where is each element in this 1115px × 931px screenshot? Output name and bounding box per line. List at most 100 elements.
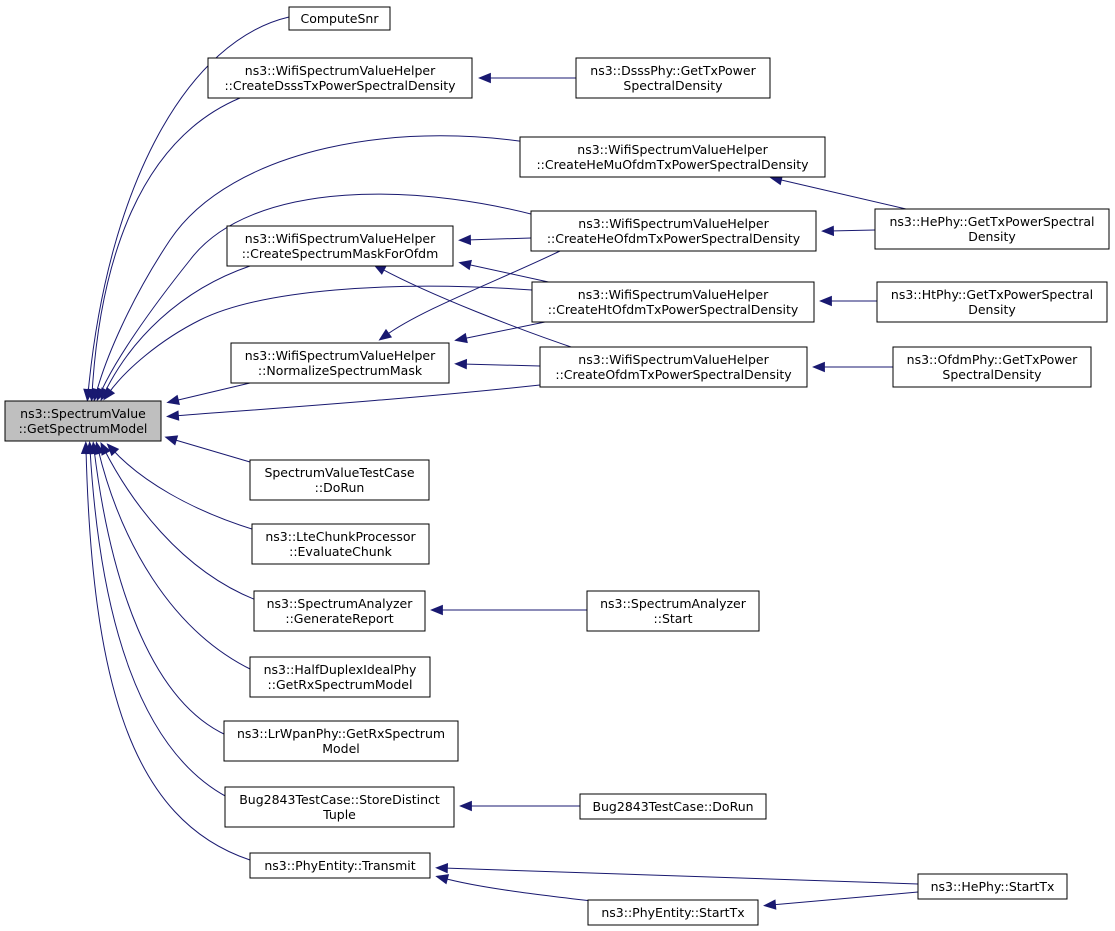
node-compute-snr[interactable]: ComputeSnr bbox=[288, 6, 391, 31]
node-box bbox=[223, 720, 459, 762]
node-normalize-mask[interactable]: ns3::WifiSpectrumValueHelper::NormalizeS… bbox=[230, 342, 450, 384]
node-label-line: ::CreateHeOfdmTxPowerSpectralDensity bbox=[547, 231, 801, 246]
node-create-dsss[interactable]: ns3::WifiSpectrumValueHelper::CreateDsss… bbox=[207, 57, 473, 99]
node-box bbox=[519, 136, 826, 178]
edge-he-get-tx-to-create-he-mu bbox=[769, 174, 907, 210]
node-label-line: ::CreateSpectrumMaskForOfdm bbox=[242, 246, 439, 261]
edge-create-ofdm-to-root bbox=[166, 384, 541, 421]
node-label-line: ::CreateDsssTxPowerSpectralDensity bbox=[224, 78, 456, 93]
edge-lte-chunk-to-root bbox=[106, 443, 256, 531]
edge-arrowhead bbox=[458, 259, 472, 271]
edge-line bbox=[171, 438, 251, 463]
edge-line bbox=[85, 448, 251, 861]
node-analyzer-report[interactable]: ns3::SpectrumAnalyzer::GenerateReport bbox=[253, 590, 426, 632]
edge-line bbox=[770, 891, 919, 906]
node-label-line: Model bbox=[322, 741, 360, 756]
edge-dsss-get-tx-to-create-dsss bbox=[478, 72, 576, 84]
edge-arrowhead bbox=[80, 441, 92, 455]
node-label-line: ns3::HePhy::StartTx bbox=[931, 879, 1055, 894]
edge-create-ht-ofdm-to-root bbox=[103, 285, 533, 401]
node-box bbox=[530, 210, 817, 252]
node-box bbox=[226, 225, 454, 267]
node-box bbox=[207, 57, 473, 99]
node-label-line: ::EvaluateChunk bbox=[289, 544, 393, 559]
node-label-line: SpectralDensity bbox=[942, 367, 1042, 382]
node-sv-test-run[interactable]: SpectrumValueTestCase::DoRun bbox=[249, 459, 430, 501]
node-phy-transmit[interactable]: ns3::PhyEntity::Transmit bbox=[249, 852, 431, 879]
edge-analyzer-start-to-analyzer-report bbox=[430, 604, 587, 616]
edge-he-start-tx-to-phy-transmit bbox=[435, 862, 919, 885]
edge-line bbox=[103, 448, 257, 601]
edge-arrowhead bbox=[821, 225, 835, 237]
edge-line bbox=[99, 193, 561, 395]
node-label-line: Tuple bbox=[322, 807, 356, 822]
node-label-line: ns3::WifiSpectrumValueHelper bbox=[578, 287, 769, 302]
edge-arrowhead bbox=[378, 328, 393, 341]
edge-phy-start-tx-to-phy-transmit bbox=[435, 874, 601, 903]
node-analyzer-start[interactable]: ns3::SpectrumAnalyzer::Start bbox=[586, 590, 760, 632]
node-label-line: ns3::LrWpanPhy::GetRxSpectrum bbox=[237, 726, 445, 741]
node-label-line: Density bbox=[968, 302, 1016, 317]
node-box bbox=[224, 786, 455, 828]
edge-create-he-ofdm-to-normalize-mask bbox=[378, 250, 561, 341]
edge-line bbox=[461, 321, 546, 340]
edge-line bbox=[93, 448, 227, 736]
edge-line bbox=[95, 135, 561, 395]
node-half-duplex[interactable]: ns3::HalfDuplexIdealPhy::GetRxSpectrumMo… bbox=[249, 656, 431, 698]
node-create-he-ofdm[interactable]: ns3::WifiSpectrumValueHelper::CreateHeOf… bbox=[530, 210, 817, 252]
edge-line bbox=[97, 448, 253, 671]
edge-bug-run-to-bug-store bbox=[459, 800, 580, 812]
edge-line bbox=[828, 229, 876, 232]
node-lte-chunk[interactable]: ns3::LteChunkProcessor::EvaluateChunk bbox=[251, 523, 430, 565]
node-bug-run[interactable]: Bug2843TestCase::DoRun bbox=[579, 793, 767, 820]
edge-arrowhead bbox=[430, 604, 443, 616]
edge-line bbox=[87, 16, 290, 395]
edge-sv-test-run-to-root bbox=[164, 435, 251, 463]
node-box bbox=[288, 6, 391, 31]
node-create-ht-ofdm[interactable]: ns3::WifiSpectrumValueHelper::CreateHtOf… bbox=[531, 281, 815, 323]
edge-arrowhead bbox=[166, 394, 180, 406]
node-box bbox=[249, 852, 431, 879]
edge-arrowhead bbox=[106, 443, 120, 457]
edge-bug-store-to-root bbox=[85, 441, 228, 798]
node-label-line: ::CreateHeMuOfdmTxPowerSpectralDensity bbox=[536, 157, 809, 172]
edge-arrowhead bbox=[435, 874, 450, 885]
edge-line bbox=[776, 178, 907, 210]
edge-line bbox=[89, 448, 228, 798]
node-label-line: Bug2843TestCase::StoreDistinct bbox=[239, 792, 440, 807]
node-phy-start-tx[interactable]: ns3::PhyEntity::StartTx bbox=[587, 899, 759, 926]
node-label-line: ::GetSpectrumModel bbox=[19, 421, 148, 436]
edge-arrowhead bbox=[166, 410, 180, 421]
node-label-line: ns3::SpectrumValue bbox=[20, 406, 146, 421]
edge-arrowhead bbox=[812, 361, 825, 373]
node-label-line: ns3::WifiSpectrumValueHelper bbox=[245, 63, 436, 78]
edge-line bbox=[173, 384, 541, 417]
node-label-line: ns3::SpectrumAnalyzer bbox=[600, 596, 747, 611]
node-box bbox=[249, 459, 430, 501]
node-box bbox=[579, 793, 767, 820]
edge-analyzer-report-to-root bbox=[100, 441, 257, 601]
edge-line bbox=[103, 265, 251, 395]
node-box bbox=[4, 400, 162, 442]
edge-line bbox=[107, 285, 533, 395]
node-create-he-mu[interactable]: ns3::WifiSpectrumValueHelper::CreateHeMu… bbox=[519, 136, 826, 178]
node-label-line: ns3::WifiSpectrumValueHelper bbox=[578, 352, 769, 367]
node-he-start-tx[interactable]: ns3::HePhy::StartTx bbox=[917, 873, 1068, 900]
node-label-line: ::GenerateReport bbox=[285, 611, 393, 626]
node-create-ofdm[interactable]: ns3::WifiSpectrumValueHelper::CreateOfdm… bbox=[539, 346, 808, 388]
node-label-line: ns3::PhyEntity::StartTx bbox=[601, 905, 744, 920]
node-lrwpan[interactable]: ns3::LrWpanPhy::GetRxSpectrumModel bbox=[223, 720, 459, 762]
edge-ofdm-get-tx-to-create-ofdm bbox=[812, 361, 893, 373]
node-label-line: ns3::WifiSpectrumValueHelper bbox=[577, 142, 768, 157]
edge-create-mask-to-root bbox=[100, 265, 251, 402]
node-box bbox=[251, 523, 430, 565]
node-label-line: ::Start bbox=[654, 611, 693, 626]
node-box bbox=[917, 873, 1068, 900]
node-create-mask[interactable]: ns3::WifiSpectrumValueHelper::CreateSpec… bbox=[226, 225, 454, 267]
